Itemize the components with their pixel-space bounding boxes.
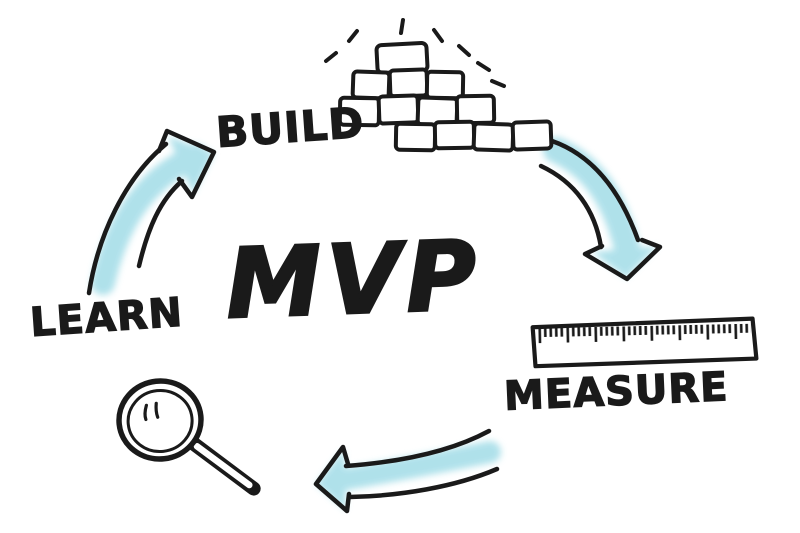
arrow-highlight [316, 441, 501, 510]
brick [432, 119, 477, 151]
lens-reflection [143, 401, 160, 422]
brick [471, 121, 516, 153]
mvp-center-label: MVP [223, 218, 484, 341]
magnifying-glass-icon [116, 378, 261, 496]
arrow-measure-to-learn-icon [313, 428, 501, 514]
brick [393, 121, 438, 153]
brick [424, 69, 466, 101]
brick [387, 67, 430, 99]
build-label: BUILD [214, 97, 367, 158]
arrow-learn-to-build-icon [86, 128, 217, 296]
brick-wall-icon [324, 18, 554, 153]
brick [510, 119, 554, 152]
measure-label: MEASURE [502, 363, 730, 420]
brick [376, 93, 421, 126]
sparkle-rays-icon [324, 18, 506, 88]
magnifier-handle-fill [193, 443, 253, 489]
arrow-highlight [543, 137, 658, 278]
magnifier-lens-inner [126, 388, 194, 454]
brick [454, 93, 497, 126]
arrow-highlight [91, 136, 214, 295]
arrow-build-to-measure-icon [538, 137, 663, 282]
ruler-ticks [536, 323, 751, 346]
ruler-icon [530, 316, 759, 369]
